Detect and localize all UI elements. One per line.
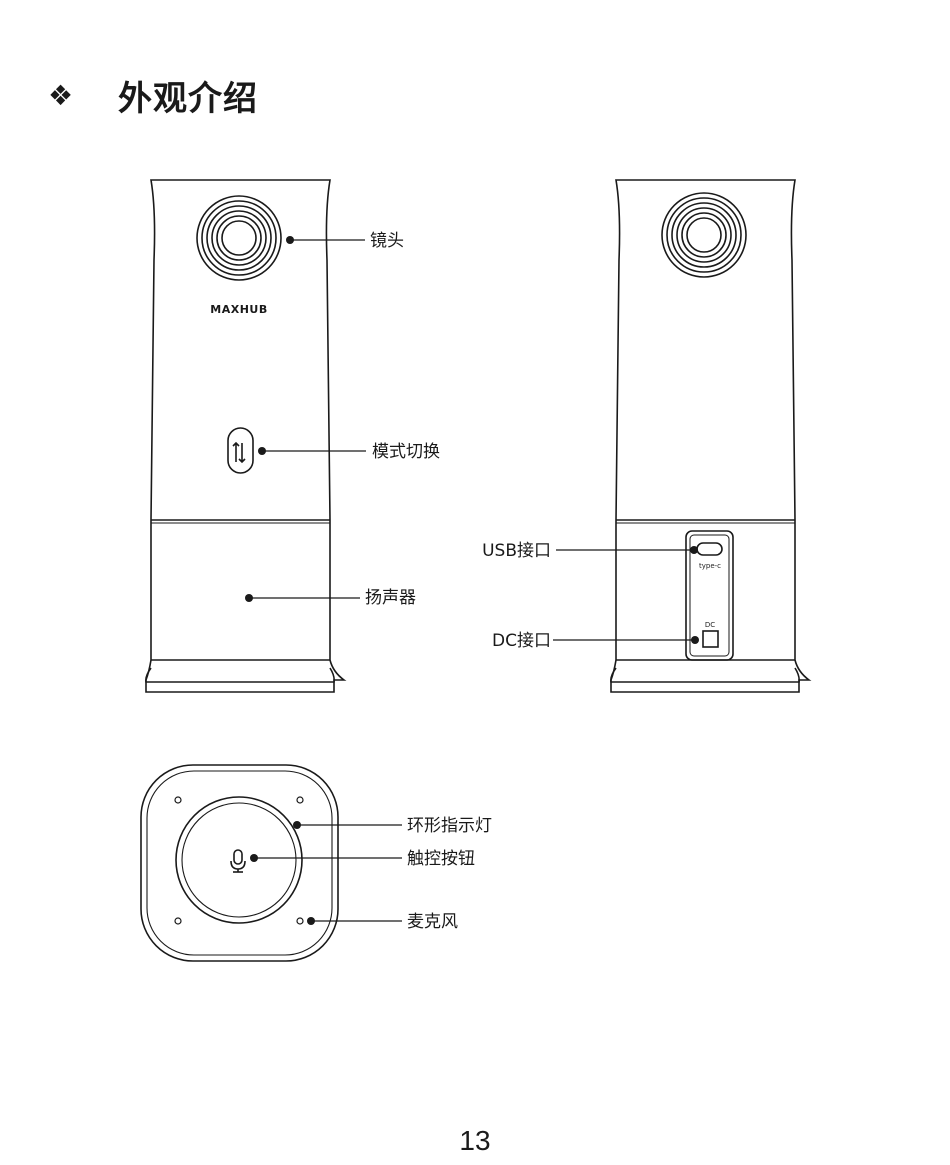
dc-port-mark: DC	[705, 621, 715, 629]
top-view: 环形指示灯 触控按钮 麦克风	[140, 764, 492, 962]
back-lens	[661, 192, 747, 278]
label-speaker: 扬声器	[365, 588, 416, 608]
front-view: MAXHUB 镜头 模式切换 扬声器	[145, 179, 440, 693]
usb-port-callout	[556, 546, 698, 554]
label-touch-button: 触控按钮	[407, 849, 475, 869]
label-usb-port: USB接口	[482, 541, 551, 561]
ring-light-callout	[293, 821, 402, 829]
microphone-callout	[307, 917, 402, 925]
label-lens: 镜头	[370, 231, 404, 251]
mode-switch-button[interactable]	[227, 427, 254, 474]
port-panel	[685, 530, 734, 661]
page-title: 外观介绍	[118, 78, 258, 119]
diamond-bullet-icon: ❖	[48, 78, 74, 112]
mic-hole-top-left	[174, 796, 182, 804]
speaker-callout	[245, 594, 360, 602]
lens-callout	[286, 236, 365, 244]
mic-hole-bottom-right	[296, 917, 304, 925]
front-base-foot	[145, 667, 335, 683]
brand-logo: MAXHUB	[210, 303, 267, 316]
label-dc-port: DC接口	[492, 631, 551, 651]
front-lens	[196, 195, 282, 281]
top-outer-shell	[140, 764, 339, 962]
mic-hole-bottom-left	[174, 917, 182, 925]
microphone-touch-icon[interactable]	[230, 849, 246, 873]
mic-hole-top-right	[296, 796, 304, 804]
usb-c-port[interactable]	[696, 542, 723, 556]
page-number: 13	[459, 1125, 491, 1156]
back-view: type-c DC USB接口 DC接口	[482, 179, 812, 693]
mode-switch-callout	[258, 447, 366, 455]
ring-light	[175, 796, 303, 924]
label-microphone: 麦克风	[407, 912, 458, 932]
touch-button-callout	[250, 854, 402, 862]
section-heading: ❖ 外观介绍	[48, 70, 258, 120]
usb-port-mark: type-c	[699, 562, 721, 570]
label-ring-light: 环形指示灯	[407, 816, 492, 836]
front-body-outline	[145, 179, 347, 693]
dc-port-callout	[553, 636, 699, 644]
back-body-outline	[610, 179, 812, 693]
label-mode-switch: 模式切换	[372, 442, 440, 462]
dc-port[interactable]	[702, 630, 719, 648]
